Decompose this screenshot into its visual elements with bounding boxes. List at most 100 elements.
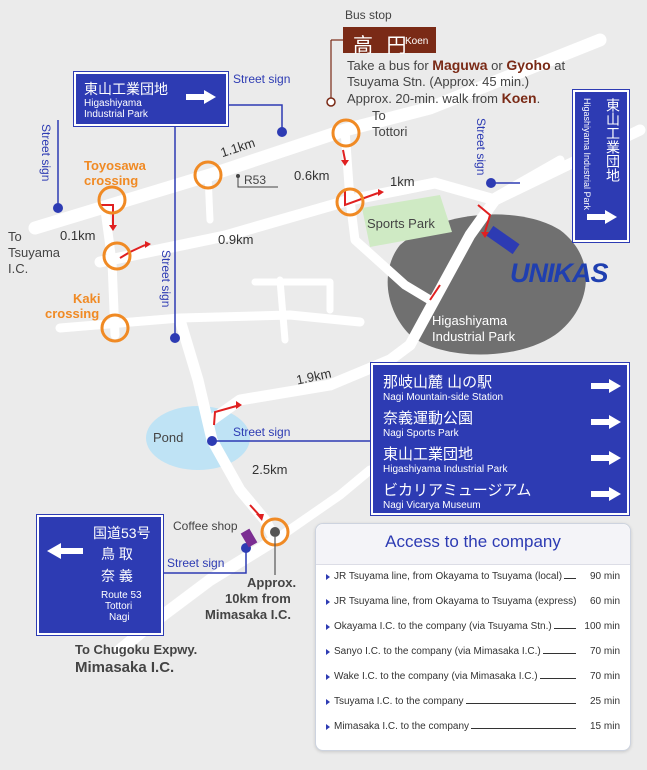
crossing-circle-2 [97,185,127,215]
sign-top-en1: Higashiyama [84,98,142,109]
access-title: Access to the company [385,532,561,551]
bus-stop-name-en: Koen [405,36,429,47]
distance-label: 0.6km [294,168,330,183]
sign-left-en1: Route 53 [101,590,142,601]
approx-point-dot [270,527,280,537]
sign-left-en2: Tottori [105,601,133,612]
access-time: 60 min [589,596,620,607]
route-hint-4 [344,190,379,207]
street-sign-right: 東山工業団地 Higashiyama Industrial Park [572,89,630,243]
crossing-circle-kaki [100,313,130,343]
r53-marker [237,175,278,188]
toyosawa-label-2: crossing [84,173,139,188]
bus-instructions: Take a bus for Maguwa or Gyoho at Tsuyam… [347,57,565,107]
bus-line3-c: . [536,90,541,106]
sign-row-en: Nagi Mountain-side Station [383,392,504,403]
bus-line1-gyoho: Gyoho [506,57,551,73]
street-sign-main: 那岐山麓 山の駅 Nagi Mountain-side Station 奈義運動… [370,362,630,516]
street-sign-dot-2 [277,127,287,137]
access-row: Tsuyama I.C. to the company 25 min [326,695,620,711]
sign-row-jp: 那岐山麓 山の駅 [383,374,493,391]
sign-top-en2: Industrial Park [84,109,148,120]
distance-label: 1km [390,174,415,189]
bullet-triangle-icon [326,674,330,680]
approx-label-2: 10km from [225,591,291,606]
arrow-right-icon [591,415,621,429]
branch-r53 [204,171,214,224]
sports-park-label: Sports Park [367,216,435,231]
route-arrow-7 [256,514,264,521]
bullet-triangle-icon [326,699,330,705]
sign-row-jp: ビカリアミュージアム [383,482,532,499]
access-time: 90 min [589,571,620,582]
approx-label-1: Approx. [247,575,297,590]
to-tottori-1: To [372,108,386,123]
access-row: JR Tsuyama line, from Okayama to Tsuyama… [326,570,620,586]
r53-dot [236,174,240,178]
bus-line1-e: at [550,58,566,73]
access-row: JR Tsuyama line, from Okayama to Tsuyama… [326,595,620,611]
toyosawa-label-1: Toyosawa [84,158,146,173]
access-panel: Access to the company JR Tsuyama line, f… [315,523,631,751]
arrow-right-icon [591,451,621,465]
arrow-right-icon [591,487,621,501]
access-row: Mimasaka I.C. to the company 15 min [326,720,620,736]
sign-row-en: Nagi Vicarya Museum [383,500,481,511]
sign-row-museum: ビカリアミュージアム Nagi Vicarya Museum [383,479,623,511]
bullet-triangle-icon [326,599,330,605]
sports-park-area [362,195,452,247]
industrial-park-label-1: Higashiyama [432,313,508,328]
street-sign-label: Street sign [233,72,291,86]
road-to-mimasaka [114,534,281,656]
access-route: Sanyo I.C. to the company (via Mimasaka … [334,646,543,657]
sign-row-station: 那岐山麓 山の駅 Nagi Mountain-side Station [383,371,623,403]
bus-line2: Tsuyama Stn. (Approx. 45 min.) [347,74,530,90]
arrow-right-icon [587,210,617,224]
route-arrow-1 [109,225,117,231]
bus-line1-a: Take a bus for [347,58,433,73]
access-route: JR Tsuyama line, from Okayama to Tsuyama… [334,596,579,607]
sign-row-en: Higashiyama Industrial Park [383,464,508,475]
street-sign-label: Street sign [159,250,173,308]
sign-row-jp: 奈義運動公園 [383,410,474,427]
bus-line3-a: Approx. 20-min. walk from [347,90,502,106]
bullet-triangle-icon [326,624,330,630]
street-sign-label: Street sign [167,556,225,570]
road-east-far [485,155,565,205]
access-panel-header [316,524,630,565]
road-east-se [270,465,375,545]
kaki-road [55,310,365,333]
bus-line3-koen: Koen [501,89,537,106]
bullet-triangle-icon [326,574,330,580]
bus-stop-caption: Bus stop [345,8,392,22]
kaki-label-1: Kaki [73,291,101,306]
bus-stop-box: 高 円 Koen [343,27,436,57]
route-arrow-2 [145,241,151,248]
route-arrow-5 [481,232,489,238]
sign-right-en: Higashiyama Industrial Park [581,98,592,211]
access-time: 25 min [589,696,620,707]
street-sign-dot-1 [53,203,63,213]
route-hint-1 [100,204,114,225]
arrow-right-icon [186,90,216,104]
mimasaka-ic-label: Mimasaka I.C. [75,659,175,676]
bullet-triangle-icon [326,724,330,730]
sign-row-jp: 東山工業団地 [383,446,474,463]
street-sign-dot-3 [170,333,180,343]
access-row: Wake I.C. to the company (via Mimasaka I… [326,670,620,686]
to-tsuyama-3: I.C. [8,261,29,276]
unikas-building [486,225,520,255]
coffee-shop-label: Coffee shop [173,519,238,533]
sign-left-jp1: 国道53号 [93,525,151,541]
sign-row-sports: 奈義運動公園 Nagi Sports Park [383,407,623,439]
coffee-shop-marker [240,528,258,548]
bus-stop-pin [326,97,336,107]
leader-top-right [227,104,283,132]
street-sign-label: Street sign [474,118,488,176]
distance-label: 0.9km [218,232,254,247]
to-tottori-2: Tottori [372,124,408,139]
kaki-label-2: crossing [45,306,100,321]
sign-row-industrial: 東山工業団地 Higashiyama Industrial Park [383,443,623,475]
to-tsuyama-2: Tsuyama [8,245,61,260]
